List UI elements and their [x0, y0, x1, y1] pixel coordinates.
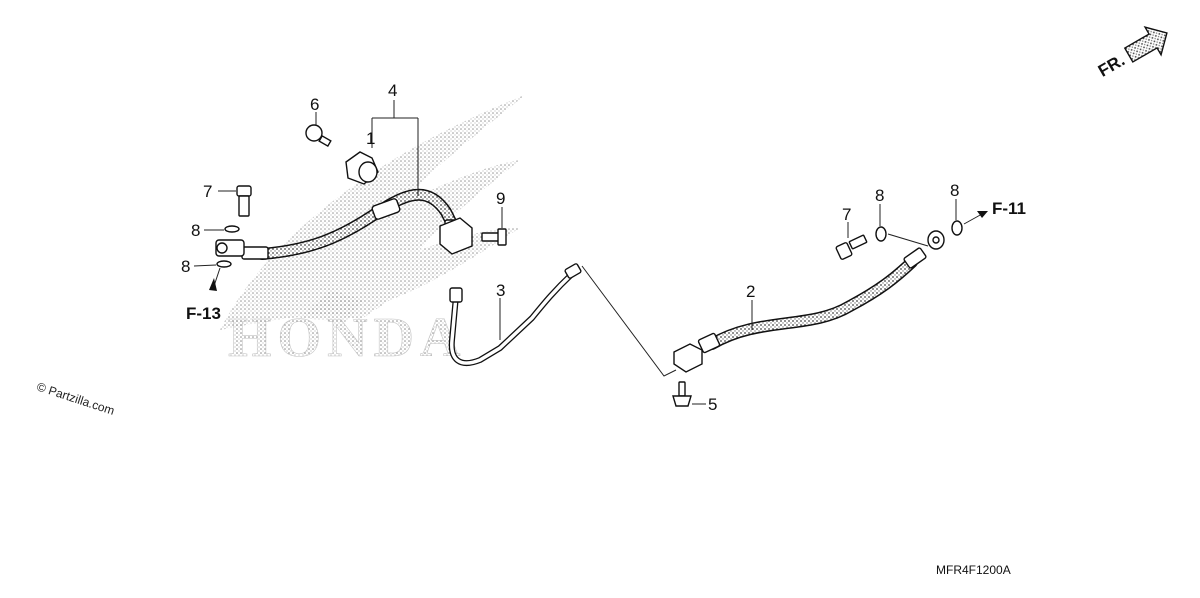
callout-3: 3 — [496, 281, 505, 300]
brake-pipe-3 — [448, 263, 582, 367]
honda-watermark-text: HONDA — [228, 307, 466, 369]
callout-7-left: 7 — [203, 182, 212, 201]
arrow-to-f13 — [209, 278, 217, 291]
bolt-6 — [305, 124, 332, 148]
hose-joint-bracket — [673, 343, 703, 373]
callout-8-upper-left: 8 — [191, 221, 200, 240]
ref-f11: F-11 — [992, 199, 1026, 218]
sealing-washer-upper — [224, 225, 240, 233]
banjo-bolt-7-right — [835, 234, 868, 260]
banjo-fitting-right — [927, 230, 945, 250]
banjo-bolt-7-left — [236, 185, 252, 217]
sealing-washer-right-inner — [875, 226, 887, 242]
callout-4: 4 — [388, 81, 397, 100]
callout-2: 2 — [746, 282, 755, 301]
copyright-text: © Partzilla.com — [35, 380, 116, 418]
callout-8-lower-left: 8 — [181, 257, 190, 276]
bolt-9 — [481, 228, 507, 246]
leader-lines — [193, 100, 983, 405]
sealing-washer-lower — [216, 260, 232, 268]
diagram-code: MFR4F1200A — [936, 563, 1011, 577]
arrow-to-f11 — [977, 211, 988, 218]
hose-clamp-1 — [345, 151, 379, 185]
brake-hose-2 — [697, 247, 927, 354]
callout-5: 5 — [708, 395, 717, 414]
front-direction-arrow: FR. — [1095, 26, 1168, 81]
callout-1: 1 — [366, 129, 375, 148]
callout-9: 9 — [496, 189, 505, 208]
callout-6: 6 — [310, 95, 319, 114]
callout-8-right-outer: 8 — [950, 181, 959, 200]
joint-bracket — [439, 217, 473, 255]
banjo-fitting-left — [215, 239, 245, 257]
front-label: FR. — [1095, 51, 1128, 81]
callout-8-right-inner: 8 — [875, 186, 884, 205]
sealing-washer-right-outer — [951, 220, 963, 236]
bolt-5 — [672, 381, 692, 407]
callout-7-right: 7 — [842, 205, 851, 224]
ref-f13: F-13 — [186, 304, 221, 323]
